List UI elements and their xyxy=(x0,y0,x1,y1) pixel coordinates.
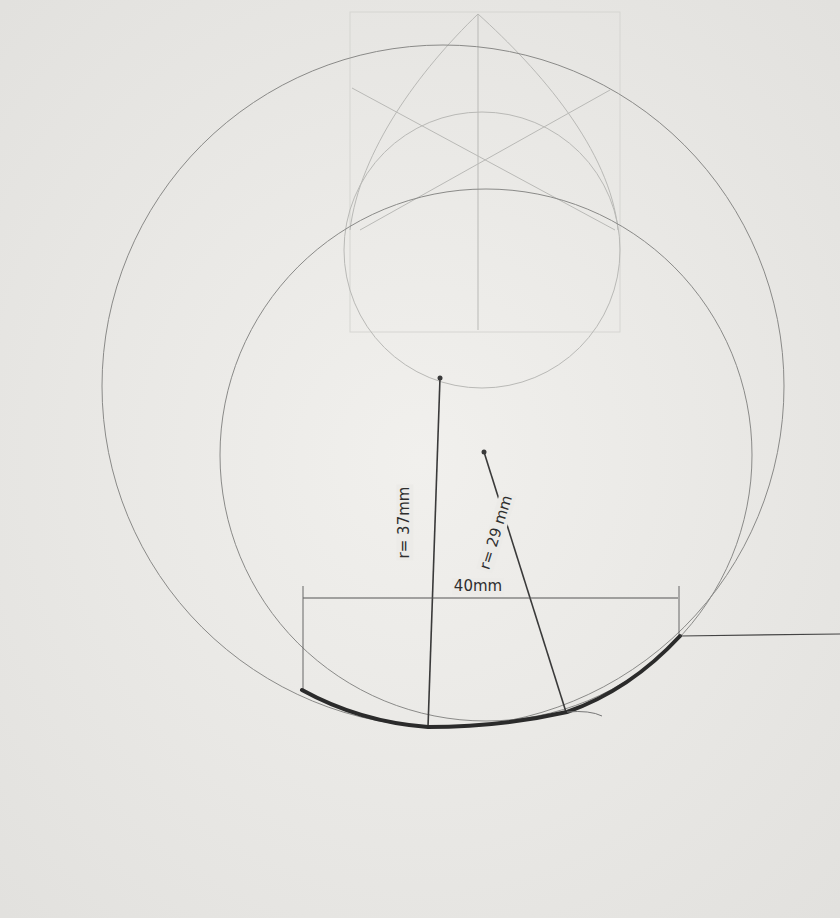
profile-curve xyxy=(302,636,680,727)
center-point xyxy=(438,376,443,381)
construction-line xyxy=(352,88,615,230)
extension-line xyxy=(679,586,680,636)
large-circle xyxy=(102,45,784,727)
radius-label: r= 29 mm xyxy=(476,491,516,573)
sketch-stroke xyxy=(567,712,602,717)
construction-circle xyxy=(344,112,620,388)
axis-line xyxy=(478,14,479,330)
dimension-line xyxy=(303,597,678,598)
tracing-sheet xyxy=(350,12,620,332)
dimension-label: 40mm xyxy=(452,578,504,595)
base-line xyxy=(680,634,840,636)
center-point xyxy=(482,450,487,455)
teardrop-side xyxy=(478,14,618,230)
radius-line xyxy=(428,378,440,727)
construction-lines xyxy=(344,12,620,388)
extension-line xyxy=(303,586,304,690)
small-circle xyxy=(220,189,752,721)
radius-label: r= 37mm xyxy=(396,484,413,560)
